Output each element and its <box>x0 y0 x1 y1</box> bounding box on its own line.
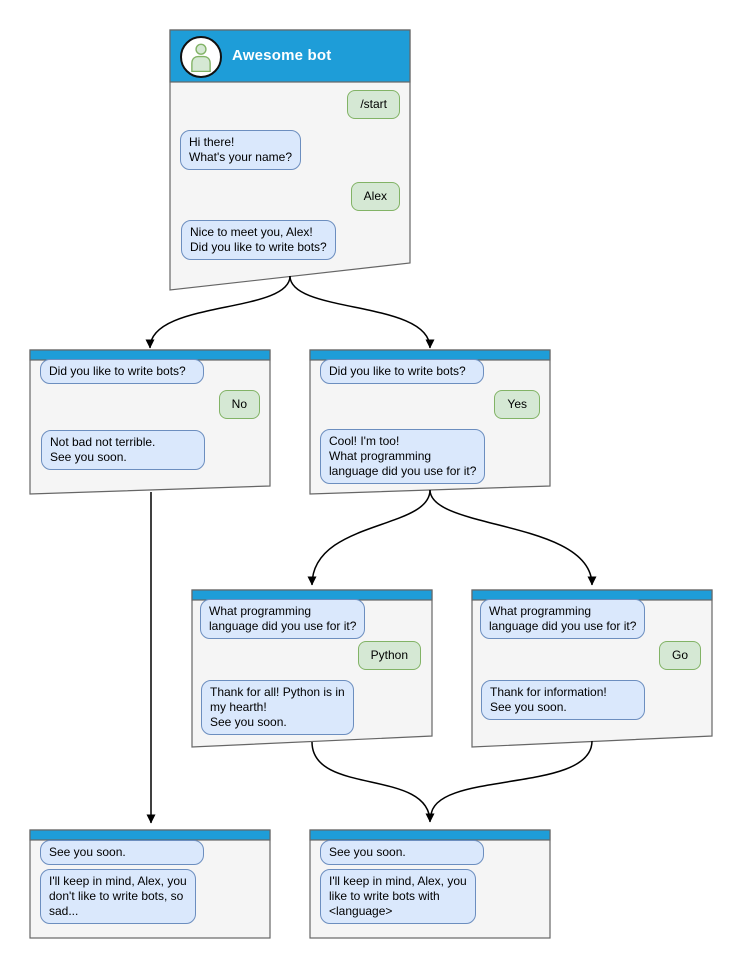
person-icon <box>191 43 211 72</box>
branch-no-answer: No <box>218 390 260 419</box>
end-language-detail: I'll keep in mind, Alex, you like to wri… <box>320 869 476 924</box>
connector-go-to-end <box>430 740 593 817</box>
end-language-message: See you soon. <box>320 840 484 865</box>
user-message-name: Alex <box>350 182 400 211</box>
branch-python-question: What programming language did you use fo… <box>200 599 366 639</box>
connector-yes-to-go <box>429 489 597 586</box>
bot-message-question: Nice to meet you, Alex! Did you like to … <box>181 220 336 260</box>
branch-yes-reply: Cool! I'm too! What programming language… <box>320 429 486 484</box>
branch-no-question: Did you like to write bots? <box>40 359 204 384</box>
connector-main-to-no <box>145 275 291 349</box>
end-language-window-header <box>309 829 551 841</box>
user-message-start: /start <box>347 90 400 119</box>
bot-message-greeting: Hi there! What's your name? <box>180 130 302 170</box>
branch-go-answer: Go <box>658 641 701 670</box>
end-no-window-header <box>29 829 271 841</box>
branch-python-answer: Python <box>357 641 421 670</box>
branch-go-reply: Thank for information! See you soon. <box>481 680 645 720</box>
branch-yes-question: Did you like to write bots? <box>320 359 484 384</box>
branch-yes-answer: Yes <box>494 390 540 419</box>
connector-main-to-yes <box>289 275 435 349</box>
end-no-detail: I'll keep in mind, Alex, you don't like … <box>40 869 196 924</box>
branch-no-reply: Not bad not terrible. See you soon. <box>41 430 205 470</box>
connector-yes-to-python <box>307 489 431 586</box>
bot-avatar <box>180 36 222 78</box>
branch-go-question: What programming language did you use fo… <box>480 599 646 639</box>
branch-python-reply: Thank for all! Python is in my hearth! S… <box>201 680 354 735</box>
end-no-message: See you soon. <box>40 840 204 865</box>
connector-python-to-end <box>311 741 435 823</box>
bot-window-title: Awesome bot <box>232 47 332 64</box>
